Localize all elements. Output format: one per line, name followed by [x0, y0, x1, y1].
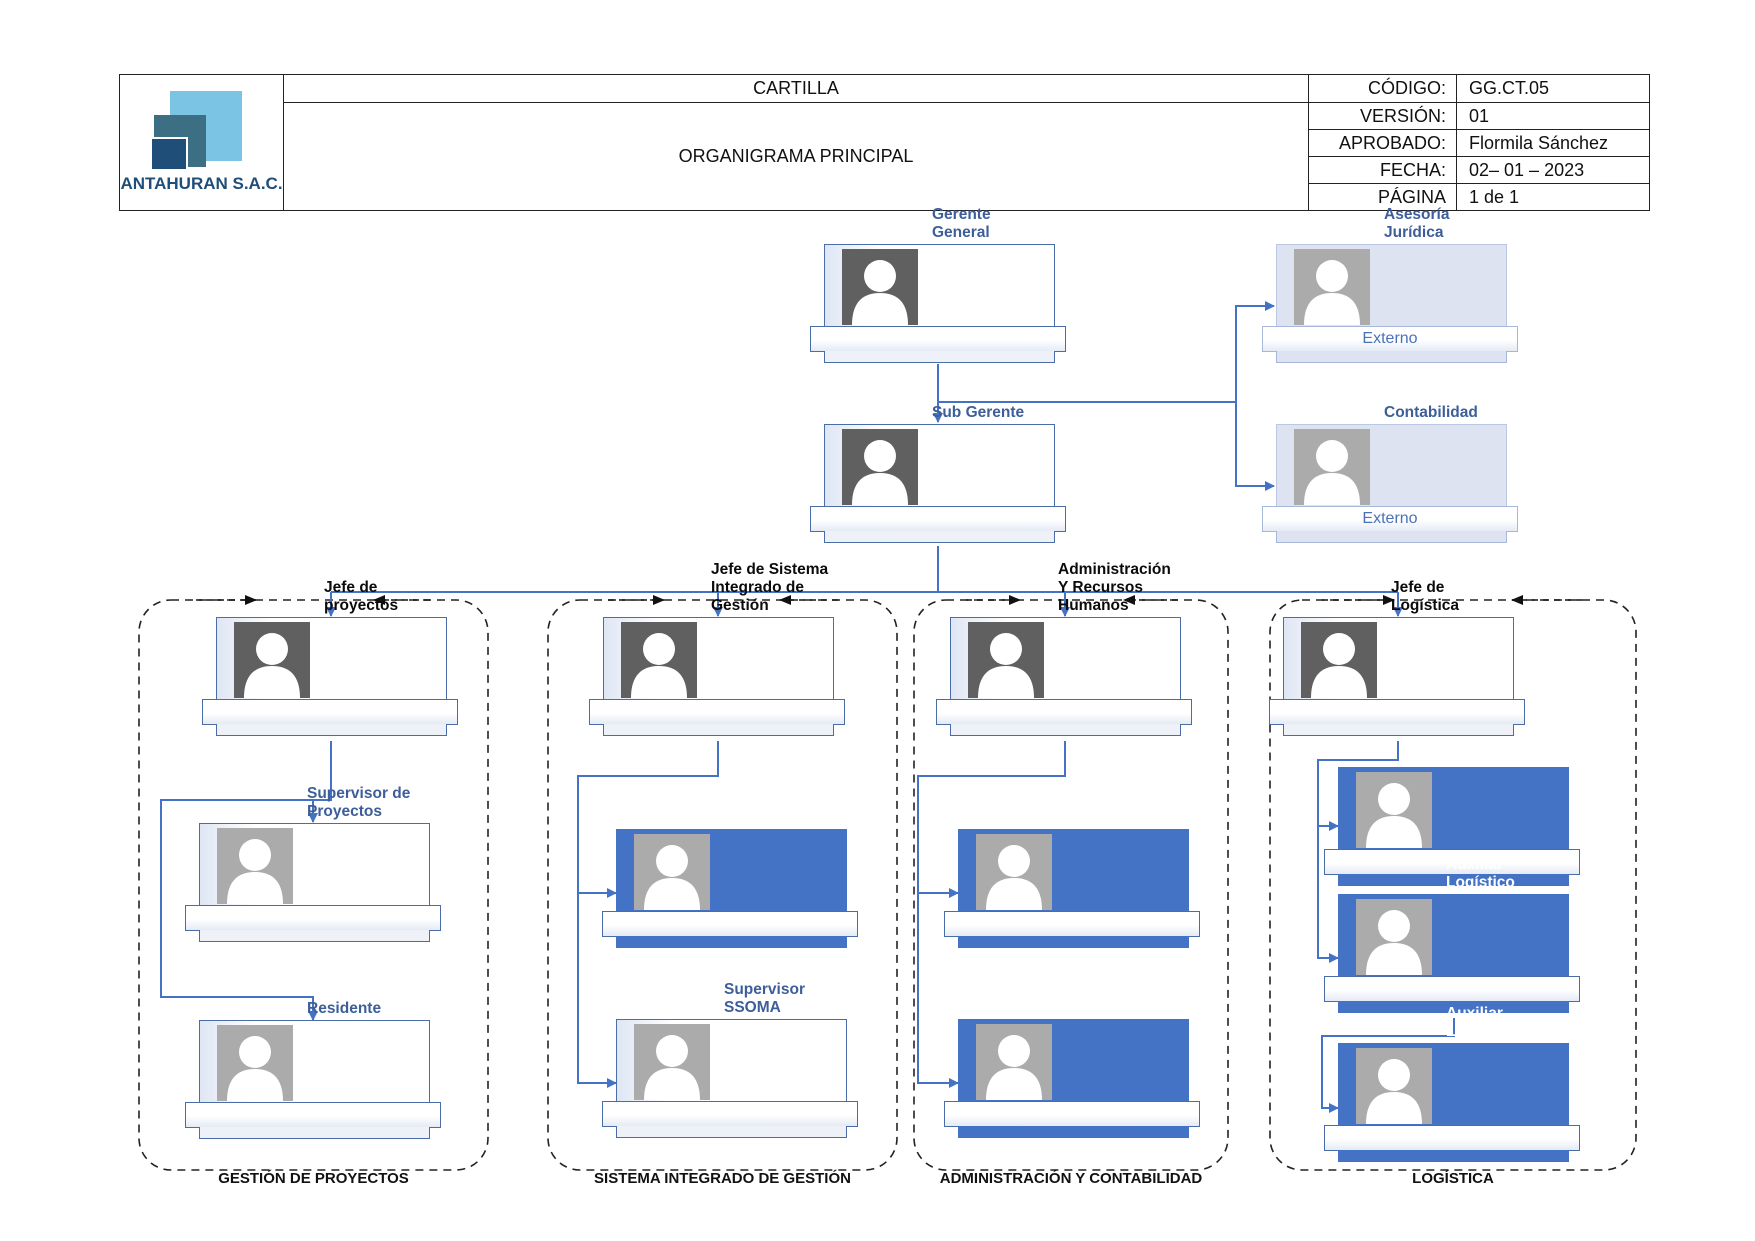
card-base [216, 724, 447, 736]
card-ribbon [202, 699, 458, 725]
card-ribbon [1324, 1125, 1580, 1151]
avatar [842, 429, 918, 505]
card-ribbon [1324, 976, 1580, 1002]
card-base [616, 1126, 847, 1138]
card-base [1283, 724, 1514, 736]
group-frame-proyectos [138, 599, 489, 1171]
logo-text: ANTAHURAN S.A.C. [120, 174, 283, 193]
card-ribbon [589, 699, 845, 725]
avatar [217, 1025, 293, 1101]
node-name: Auxiliar Logístico [1446, 856, 1515, 891]
field-value-version: 01 [1456, 102, 1650, 130]
external-tag: Externo [1262, 326, 1518, 352]
avatar [1356, 899, 1432, 975]
node-name: Auxiliar de RR.HH [1066, 981, 1146, 1016]
doc-title: ORGANIGRAMA PRINCIPAL [283, 102, 1309, 211]
card-base [199, 930, 430, 942]
avatar [217, 828, 293, 904]
field-value-aprobado: Flormila Sánchez [1456, 129, 1650, 157]
node-name: Auxiliar Logístico [1446, 1005, 1515, 1040]
avatar [976, 1024, 1052, 1100]
group-frame-admin [913, 599, 1229, 1171]
card-base [958, 936, 1189, 948]
card-ribbon [1269, 699, 1525, 725]
node-name: Coordinador SIG [724, 791, 817, 826]
avatar [234, 622, 310, 698]
doc-type: CARTILLA [283, 74, 1309, 103]
node-name: Supervisor SSOMA [724, 981, 805, 1016]
node-name: Jefe de Logística [1391, 579, 1460, 614]
group-label-proyectos: GESTIÓN DE PROYECTOS [218, 1170, 409, 1187]
avatar [1294, 429, 1370, 505]
node-name: Contabilidad [1384, 404, 1478, 421]
avatar [1301, 622, 1377, 698]
card-base [958, 1126, 1189, 1138]
avatar [842, 249, 918, 325]
group-label-logistica: LOGÍSTICA [1412, 1170, 1494, 1187]
card-ribbon [185, 905, 441, 931]
card-ribbon [1324, 849, 1580, 875]
node-name: Administración Y Recursos Humanos [1058, 561, 1171, 614]
avatar [968, 622, 1044, 698]
card-base [950, 724, 1181, 736]
card-ribbon [185, 1102, 441, 1128]
node-name: Jefe de Sistema Integrado de Gestión [711, 561, 829, 614]
group-label-sig: SISTEMA INTEGRADO DE GESTIÓN [594, 1170, 851, 1187]
node-name: Sub Gerente [932, 404, 1025, 421]
node-name: Residente [307, 1000, 382, 1017]
card-base [616, 936, 847, 948]
card-base [1276, 351, 1507, 363]
hierarchy-lines [160, 301, 1455, 1113]
card-base [199, 1127, 430, 1139]
card-ribbon [944, 911, 1200, 937]
card-base [1276, 531, 1507, 543]
field-value-codigo: GG.CT.05 [1456, 74, 1650, 103]
avatar [634, 1024, 710, 1100]
node-name: Comprador [1446, 747, 1530, 764]
group-frame-sig [547, 599, 898, 1171]
avatar [1294, 249, 1370, 325]
card-base [603, 724, 834, 736]
card-ribbon [602, 1101, 858, 1127]
avatar [976, 834, 1052, 910]
node-name: Auxiliar administrativo [1066, 791, 1172, 826]
avatar [634, 834, 710, 910]
card-base [1338, 874, 1569, 886]
card-ribbon [810, 326, 1066, 352]
group-frame-logistica [1269, 599, 1637, 1171]
field-label-fecha: FECHA: [1308, 156, 1457, 184]
logo-cell: ANTAHURAN S.A.C. [119, 74, 284, 211]
avatar [621, 622, 697, 698]
field-label-pagina: PÁGINA [1308, 183, 1457, 211]
card-base [824, 531, 1055, 543]
card-ribbon [944, 1101, 1200, 1127]
node-name: Jefe de proyectos [324, 579, 399, 614]
node-name: Gerente General [932, 206, 991, 241]
field-label-aprobado: APROBADO: [1308, 129, 1457, 157]
avatar [1356, 1048, 1432, 1124]
external-tag: Externo [1262, 506, 1518, 532]
group-label-admin: ADMINISTRACIÓN Y CONTABILIDAD [939, 1170, 1203, 1187]
card-ribbon [936, 699, 1192, 725]
card-ribbon [602, 911, 858, 937]
node-name: Supervisor de Proyectos [307, 785, 411, 820]
avatar [1356, 772, 1432, 848]
company-logo: ANTAHURAN S.A.C. [120, 75, 283, 210]
card-base [1338, 1150, 1569, 1162]
card-base [1338, 1001, 1569, 1013]
card-ribbon [810, 506, 1066, 532]
field-value-pagina: 1 de 1 [1456, 183, 1650, 211]
card-base [824, 351, 1055, 363]
node-name: Asesoría Jurídica [1384, 206, 1450, 241]
document-header: ANTAHURAN S.A.C. CARTILLA CÓDIGO: GG.CT.… [119, 74, 1650, 211]
